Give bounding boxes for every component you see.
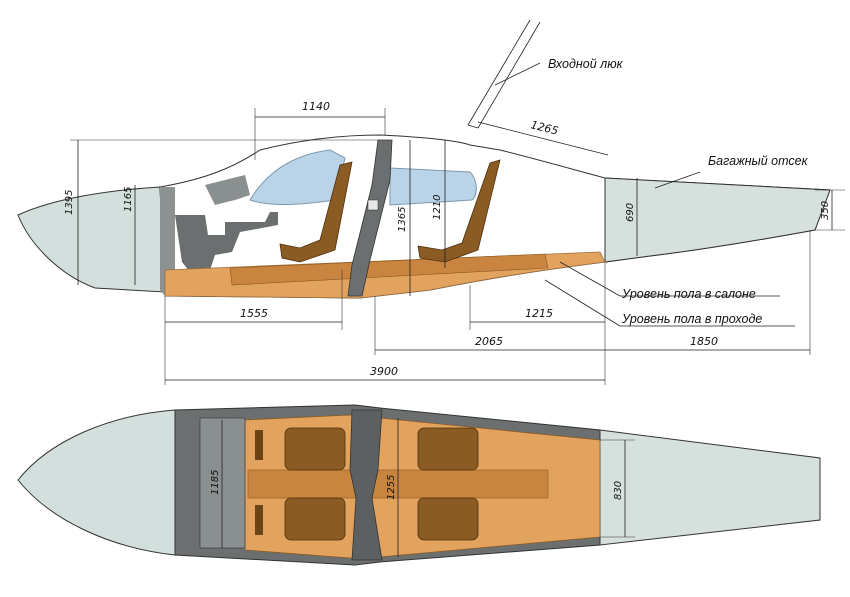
dim-1210: 1210 bbox=[432, 195, 443, 220]
dim-1850: 1850 bbox=[690, 335, 718, 348]
top-nose bbox=[17, 409, 176, 556]
top-tail bbox=[599, 429, 821, 546]
side-rear-seat bbox=[417, 159, 501, 263]
top-seat-rear-left bbox=[417, 427, 479, 471]
dim-1395: 1395 bbox=[64, 190, 75, 215]
dim-1185: 1185 bbox=[210, 470, 221, 495]
dim-1365: 1365 bbox=[397, 207, 408, 232]
label-cabin-floor: Уровень пола в салоне bbox=[621, 287, 756, 301]
top-control-stick-upper bbox=[255, 430, 263, 460]
top-control-stick-lower bbox=[255, 505, 263, 535]
dim-1555: 1555 bbox=[240, 307, 268, 320]
top-view: 1185 1255 830 bbox=[17, 404, 821, 566]
side-view: 1140 1265 1395 1165 1365 1210 690 350 bbox=[17, 19, 845, 385]
top-seat-front-right bbox=[284, 497, 346, 541]
top-panel bbox=[199, 417, 246, 549]
dim-2065: 2065 bbox=[475, 335, 503, 348]
side-column-detail bbox=[367, 199, 379, 211]
dim-830: 830 bbox=[613, 481, 624, 500]
dim-1265: 1265 bbox=[529, 118, 559, 137]
side-front-window bbox=[249, 149, 346, 205]
side-baggage-section bbox=[604, 177, 831, 263]
dim-1215: 1215 bbox=[525, 307, 553, 320]
dim-1255: 1255 bbox=[386, 475, 397, 500]
side-center-column bbox=[347, 139, 393, 297]
side-rear-window bbox=[389, 167, 477, 206]
side-hatch-open bbox=[467, 19, 541, 129]
label-baggage: Багажный отсек bbox=[708, 154, 809, 168]
label-hatch: Входной люк bbox=[548, 57, 624, 71]
top-center-column bbox=[349, 409, 383, 561]
top-seat-rear-right bbox=[417, 497, 479, 541]
label-aisle-floor: Уровень пола в проходе bbox=[621, 312, 762, 326]
dim-350: 350 bbox=[820, 201, 831, 220]
side-instrument-panel bbox=[175, 212, 278, 272]
dim-1140: 1140 bbox=[302, 100, 330, 113]
side-nose bbox=[17, 186, 166, 293]
side-dash-top bbox=[205, 175, 250, 205]
top-seat-front-left bbox=[284, 427, 346, 471]
dim-690: 690 bbox=[625, 203, 636, 222]
side-engine-bay bbox=[160, 187, 175, 296]
dim-3900: 3900 bbox=[370, 365, 398, 378]
side-front-seat bbox=[279, 161, 353, 263]
dim-1165: 1165 bbox=[123, 187, 134, 212]
